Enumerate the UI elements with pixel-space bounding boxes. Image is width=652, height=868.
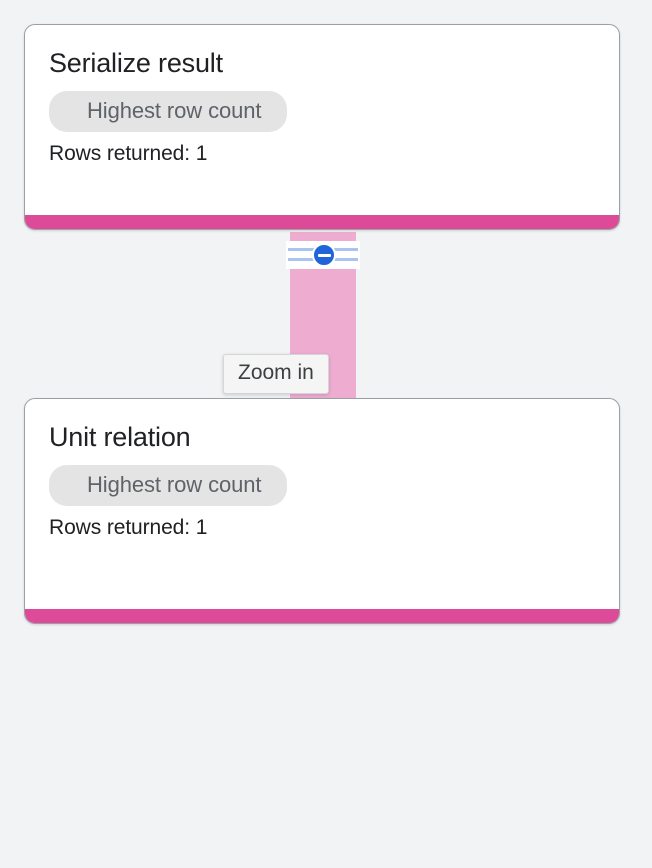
node-card-unit-relation[interactable]: Unit relation Highest row count Rows ret… xyxy=(24,398,620,624)
node-title: Unit relation xyxy=(49,422,191,452)
edge-collapse-handle[interactable] xyxy=(286,241,360,269)
status-badge: Highest row count xyxy=(49,91,288,132)
zoom-in-tooltip: Zoom in xyxy=(223,354,329,394)
minus-circle-icon[interactable] xyxy=(312,243,336,267)
status-badge: Highest row count xyxy=(49,465,288,506)
node-card-serialize-result[interactable]: Serialize result Highest row count Rows … xyxy=(24,24,620,230)
minus-glyph xyxy=(317,253,331,257)
node-title: Serialize result xyxy=(49,48,223,78)
node-accent-bar xyxy=(25,215,619,229)
node-body: Serialize result Highest row count Rows … xyxy=(25,25,619,177)
rows-returned-text: Rows returned: 1 xyxy=(49,516,208,539)
node-accent-bar xyxy=(25,609,619,623)
node-body: Unit relation Highest row count Rows ret… xyxy=(25,399,619,551)
rows-returned-text: Rows returned: 1 xyxy=(49,142,208,165)
